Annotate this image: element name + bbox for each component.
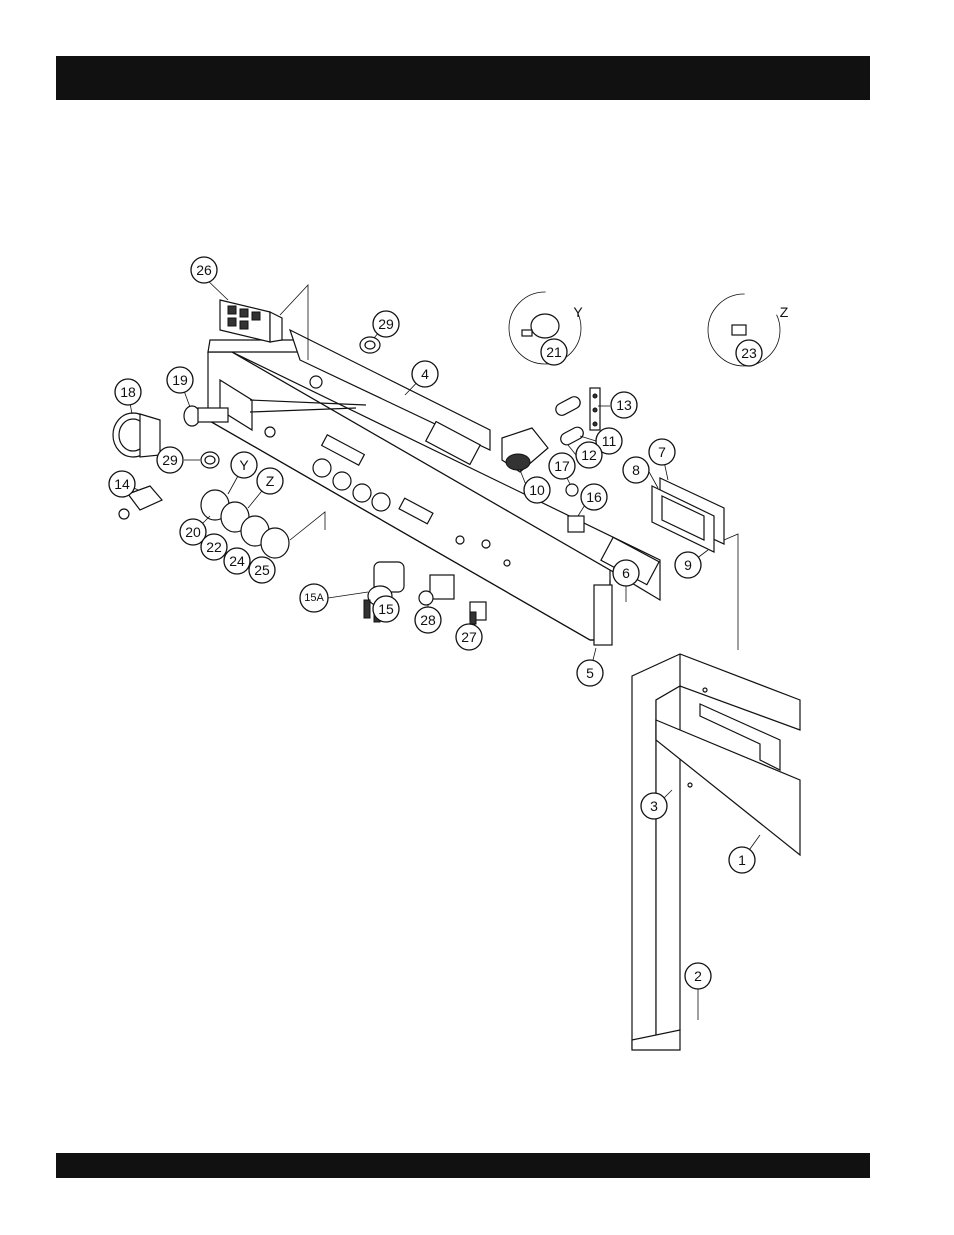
- callout-4: 4: [412, 361, 438, 387]
- callout-label: 2: [694, 968, 702, 984]
- callout-label: Y: [239, 457, 249, 473]
- callout-label: 1: [738, 852, 746, 868]
- callout-22: 22: [201, 534, 227, 560]
- callout-label: 25: [254, 562, 270, 578]
- callout-7: 7: [649, 439, 675, 465]
- callout-label: 23: [741, 345, 757, 361]
- callout-label: 13: [616, 397, 632, 413]
- callout-15: 15: [373, 596, 399, 622]
- callout-label: 18: [120, 384, 136, 400]
- callout-13: 13: [611, 392, 637, 418]
- callout-3: 3: [641, 793, 667, 819]
- callout-label: 20: [185, 524, 201, 540]
- callout-label: 27: [461, 629, 477, 645]
- callout-29-upper: 29: [373, 311, 399, 337]
- callout-label: 16: [586, 489, 602, 505]
- callout-label: 6: [622, 565, 630, 581]
- callout-label: 15A: [304, 592, 324, 604]
- callout-8: 8: [623, 457, 649, 483]
- callout-label: 12: [581, 447, 597, 463]
- part-28-switch: [419, 575, 454, 605]
- callout-label: 5: [586, 665, 594, 681]
- callout-label: 19: [172, 372, 188, 388]
- part-27-toggle: [470, 602, 486, 624]
- callout-12: 12: [576, 442, 602, 468]
- callout-Z: Z: [257, 468, 283, 494]
- callout-5: 5: [577, 660, 603, 686]
- callout-9: 9: [675, 552, 701, 578]
- detail-label-z: Z: [780, 304, 789, 320]
- callout-19: 19: [167, 367, 193, 393]
- callout-26: 26: [191, 257, 217, 283]
- part-11-13-hardware: [554, 388, 600, 447]
- callout-10: 10: [524, 477, 550, 503]
- callout-6: 6: [613, 560, 639, 586]
- callout-21: 21: [541, 339, 567, 365]
- callout-label: 3: [650, 798, 658, 814]
- callout-23: 23: [736, 340, 762, 366]
- callout-2: 2: [685, 963, 711, 989]
- callout-1: 1: [729, 847, 755, 873]
- callout-25: 25: [249, 557, 275, 583]
- callout-label: 10: [529, 482, 545, 498]
- callout-label: 15: [378, 601, 394, 617]
- callout-label: 22: [206, 539, 222, 555]
- callout-label: 14: [114, 476, 130, 492]
- callout-label: 29: [378, 316, 394, 332]
- detail-label-y: Y: [573, 304, 583, 320]
- callout-Y: Y: [231, 452, 257, 478]
- callout-label: 17: [554, 458, 570, 474]
- callout-label: 24: [229, 553, 245, 569]
- callout-14: 14: [109, 471, 135, 497]
- callout-label: 28: [420, 612, 436, 628]
- callout-29-lower: 29: [157, 447, 183, 473]
- callout-16: 16: [581, 484, 607, 510]
- callout-label: 11: [602, 433, 617, 449]
- callout-label: 29: [162, 452, 178, 468]
- callout-24: 24: [224, 548, 250, 574]
- callout-label: 8: [632, 462, 640, 478]
- callout-label: 7: [658, 444, 666, 460]
- callout-label: 4: [421, 366, 429, 382]
- callout-18: 18: [115, 379, 141, 405]
- callout-28: 28: [415, 607, 441, 633]
- callout-15A: 15A: [300, 584, 328, 612]
- frame: [632, 654, 800, 1050]
- callout-label: Z: [266, 473, 275, 489]
- callout-27: 27: [456, 624, 482, 650]
- callout-17: 17: [549, 453, 575, 479]
- callout-label: 9: [684, 557, 692, 573]
- callout-label: 21: [546, 344, 562, 360]
- callout-label: 26: [196, 262, 212, 278]
